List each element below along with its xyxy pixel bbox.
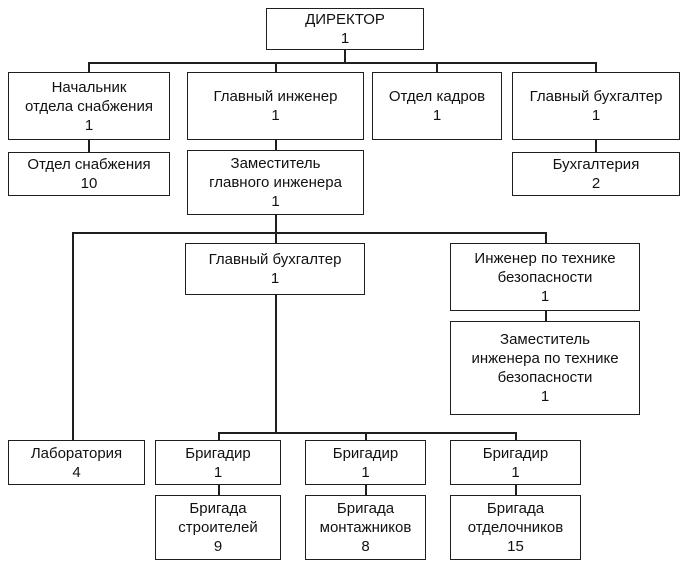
connector-drop-foreman-2 bbox=[365, 432, 367, 440]
node-foreman-1: Бригадир 1 bbox=[155, 440, 281, 485]
node-foreman-1-label: Бригадир bbox=[185, 444, 251, 462]
node-laboratory-label: Лаборатория bbox=[30, 444, 123, 462]
connector-drop-hr-department bbox=[436, 62, 438, 72]
node-chief-accountant-2-label: Главный бухгалтер bbox=[208, 251, 342, 268]
node-supply-department-count: 10 bbox=[80, 175, 98, 192]
node-brigade-finishers-count: 15 bbox=[507, 538, 524, 555]
node-brigade-builders-label: Бригада строителей bbox=[178, 500, 258, 536]
node-supply-department: Отдел снабжения 10 bbox=[8, 152, 170, 196]
node-supply-head: Начальник отдела снабжения 1 bbox=[8, 72, 170, 140]
node-brigade-builders: Бригада строителей 9 bbox=[155, 495, 281, 560]
connector-foreman3-brigade bbox=[515, 485, 517, 495]
node-laboratory-count: 4 bbox=[72, 463, 81, 481]
connector-drop-chief-engineer bbox=[275, 62, 277, 72]
connector-drop-supply-head bbox=[88, 62, 90, 72]
node-chief-accountant-2: Главный бухгалтер 1 bbox=[185, 243, 365, 295]
node-safety-engineer: Инженер по технике безопасности 1 bbox=[450, 243, 640, 311]
node-director: ДИРЕКТОР 1 bbox=[266, 8, 424, 50]
node-chief-accountant: Главный бухгалтер 1 bbox=[512, 72, 680, 140]
connector-drop-chief-accountant-2 bbox=[275, 232, 277, 243]
node-accounting-count: 2 bbox=[591, 175, 601, 192]
node-foreman-2-label: Бригадир bbox=[332, 444, 399, 462]
node-brigade-finishers: Бригада отделочников 15 bbox=[450, 495, 581, 560]
node-chief-accountant-label: Главный бухгалтер bbox=[529, 88, 663, 105]
node-hr-department-count: 1 bbox=[432, 107, 442, 124]
node-foreman-3: Бригадир 1 bbox=[450, 440, 581, 485]
node-supply-department-label: Отдел снабжения bbox=[27, 156, 151, 173]
connector-drop-chief-accountant bbox=[595, 62, 597, 72]
connector-foreman1-brigade bbox=[218, 485, 220, 495]
node-chief-engineer: Главный инженер 1 bbox=[187, 72, 364, 140]
node-accounting-label: Бухгалтерия bbox=[552, 156, 640, 173]
node-deputy-chief-engineer: Заместитель главного инженера 1 bbox=[187, 150, 364, 215]
node-chief-engineer-count: 1 bbox=[271, 107, 280, 124]
node-foreman-3-label: Бригадир bbox=[482, 444, 549, 462]
connector-drop-foreman-1 bbox=[218, 432, 220, 440]
connector-bus-top bbox=[88, 62, 596, 64]
node-deputy-safety-engineer-count: 1 bbox=[540, 388, 550, 405]
node-deputy-chief-engineer-count: 1 bbox=[271, 193, 280, 210]
connector-foreman2-brigade bbox=[365, 485, 367, 495]
node-brigade-finishers-label: Бригада отделочников bbox=[467, 500, 564, 536]
node-director-label: ДИРЕКТОР bbox=[305, 11, 385, 28]
node-foreman-1-count: 1 bbox=[213, 463, 223, 481]
connector-ca2-drop bbox=[275, 295, 277, 433]
node-hr-department: Отдел кадров 1 bbox=[372, 72, 502, 140]
node-deputy-safety-engineer-label: Заместитель инженера по технике безопасн… bbox=[471, 331, 619, 386]
connector-bus-mid bbox=[72, 232, 546, 234]
connector-deputy-drop bbox=[275, 215, 277, 233]
node-deputy-chief-engineer-label: Заместитель главного инженера bbox=[209, 155, 342, 191]
connector-drop-laboratory bbox=[72, 232, 74, 440]
node-supply-head-count: 1 bbox=[84, 116, 94, 134]
node-brigade-installers: Бригада монтажников 8 bbox=[305, 495, 426, 560]
node-chief-accountant-2-count: 1 bbox=[270, 270, 280, 287]
node-hr-department-label: Отдел кадров bbox=[388, 88, 486, 105]
node-safety-engineer-count: 1 bbox=[540, 287, 550, 305]
node-brigade-builders-count: 9 bbox=[213, 538, 223, 555]
node-brigade-installers-count: 8 bbox=[361, 538, 370, 555]
node-chief-accountant-count: 1 bbox=[591, 107, 601, 124]
connector-safety-deputysafety bbox=[545, 311, 547, 321]
connector-chiefeng-deputy bbox=[275, 140, 277, 150]
node-supply-head-label: Начальник отдела снабжения bbox=[25, 78, 153, 115]
node-foreman-2-count: 1 bbox=[361, 463, 370, 481]
connector-drop-foreman-3 bbox=[515, 432, 517, 440]
node-foreman-2: Бригадир 1 bbox=[305, 440, 426, 485]
node-foreman-3-count: 1 bbox=[511, 463, 520, 481]
connector-chiefacct-accounting bbox=[595, 140, 597, 152]
node-laboratory: Лаборатория 4 bbox=[8, 440, 145, 485]
connector-bus-brigade bbox=[218, 432, 516, 434]
node-chief-engineer-label: Главный инженер bbox=[213, 88, 338, 105]
node-director-count: 1 bbox=[340, 30, 350, 47]
connector-drop-safety-engineer bbox=[545, 232, 547, 243]
node-brigade-installers-label: Бригада монтажников bbox=[319, 500, 412, 536]
connector-supplyhead-supplydept bbox=[88, 140, 90, 152]
node-deputy-safety-engineer: Заместитель инженера по технике безопасн… bbox=[450, 321, 640, 415]
node-safety-engineer-label: Инженер по технике безопасности bbox=[474, 249, 616, 286]
node-accounting: Бухгалтерия 2 bbox=[512, 152, 680, 196]
connector-director-drop bbox=[344, 50, 346, 62]
